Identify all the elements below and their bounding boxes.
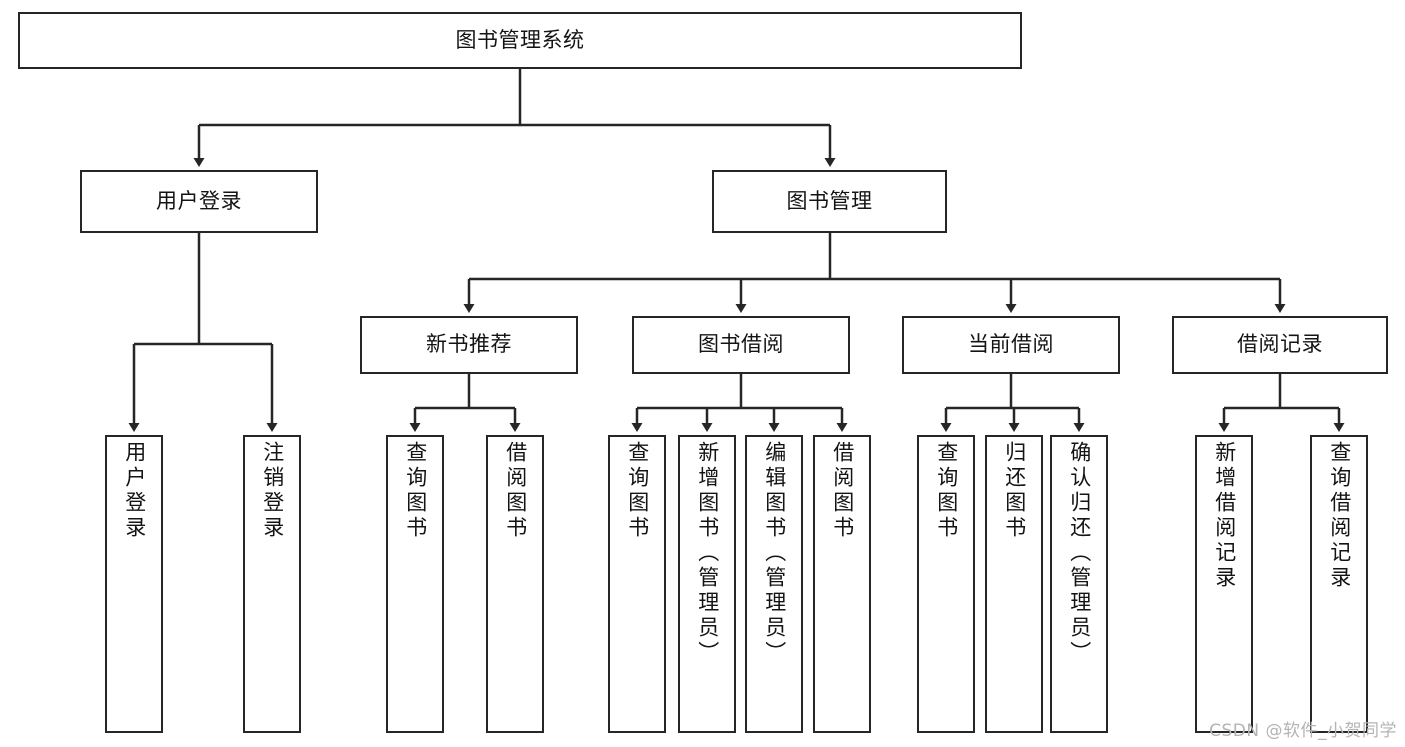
node-label: 归还图书 (1002, 441, 1027, 541)
node-l-q2[interactable]: 查询图书 (608, 435, 666, 733)
node-label: 当前借阅 (968, 332, 1054, 357)
node-l-return[interactable]: 归还图书 (985, 435, 1043, 733)
node-label: 查询图书 (934, 441, 959, 541)
node-label: 用户登录 (156, 188, 242, 213)
node-l-b1[interactable]: 借阅图书 (486, 435, 544, 733)
node-label: 新增借阅记录 (1212, 441, 1237, 591)
node-label: 新增图书（管理员） (695, 441, 720, 666)
node-label: 查询借阅记录 (1327, 441, 1352, 591)
node-label: 图书管理系统 (455, 27, 585, 52)
node-newbook[interactable]: 新书推荐 (360, 316, 578, 374)
node-l-edit[interactable]: 编辑图书（管理员） (745, 435, 803, 733)
node-l-add[interactable]: 新增图书（管理员） (678, 435, 736, 733)
node-bookmgmt[interactable]: 图书管理 (712, 170, 947, 233)
node-l-addrec[interactable]: 新增借阅记录 (1195, 435, 1253, 733)
node-label: 新书推荐 (426, 332, 512, 357)
node-label: 图书借阅 (698, 332, 784, 357)
csdn-watermark: CSDN @软件_小贺同学 (1209, 721, 1397, 741)
node-label: 查询图书 (403, 441, 428, 541)
node-borrow[interactable]: 图书借阅 (632, 316, 850, 374)
node-label: 注销登录 (260, 441, 285, 541)
node-l-q1[interactable]: 查询图书 (386, 435, 444, 733)
node-label: 借阅图书 (830, 441, 855, 541)
node-label: 用户登录 (122, 441, 147, 541)
node-l-confirm[interactable]: 确认归还（管理员） (1050, 435, 1108, 733)
node-label: 查询图书 (625, 441, 650, 541)
node-label: 借阅记录 (1237, 332, 1323, 357)
node-l-qrec[interactable]: 查询借阅记录 (1310, 435, 1368, 733)
node-root[interactable]: 图书管理系统 (18, 12, 1022, 69)
node-label: 借阅图书 (503, 441, 528, 541)
node-l-q3[interactable]: 查询图书 (917, 435, 975, 733)
node-label: 确认归还（管理员） (1067, 441, 1092, 666)
node-l-login[interactable]: 用户登录 (105, 435, 163, 733)
node-label: 图书管理 (786, 188, 873, 213)
node-l-b2[interactable]: 借阅图书 (813, 435, 871, 733)
node-l-logout[interactable]: 注销登录 (243, 435, 301, 733)
node-current[interactable]: 当前借阅 (902, 316, 1120, 374)
node-records[interactable]: 借阅记录 (1172, 316, 1388, 374)
node-login[interactable]: 用户登录 (80, 170, 318, 233)
node-label: 编辑图书（管理员） (762, 441, 787, 666)
